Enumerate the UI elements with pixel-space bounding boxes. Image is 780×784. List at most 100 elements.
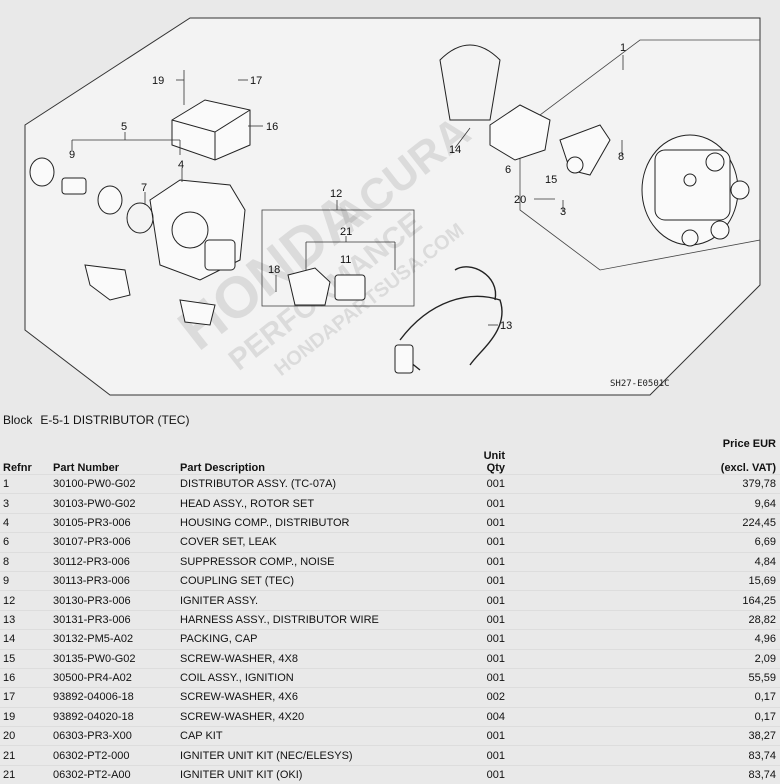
callout-13: 13 — [500, 320, 512, 332]
row-price: 4,84 — [695, 552, 780, 571]
block-value: E-5-1 DISTRIBUTOR (TEC) — [40, 413, 189, 427]
callout-7: 7 — [141, 182, 147, 194]
row-description: COVER SET, LEAK — [177, 533, 481, 552]
row-refnr: 17 — [0, 688, 50, 707]
row-refnr: 6 — [0, 533, 50, 552]
row-part-number: 30132-PM5-A02 — [50, 630, 177, 649]
diagram-drawing: HONDA ACURA PERFORMANCE HONDAPARTSUSA.CO… — [0, 0, 780, 405]
row-refnr: 20 — [0, 727, 50, 746]
row-description: HEAD ASSY., ROTOR SET — [177, 494, 481, 513]
row-description: DISTRIBUTOR ASSY. (TC-07A) — [177, 475, 481, 494]
diagram-code: SH27-E0501C — [610, 379, 670, 389]
row-refnr: 4 — [0, 513, 50, 532]
row-unit-qty: 001 — [481, 630, 695, 649]
row-price: 2,09 — [695, 649, 780, 668]
row-price: 83,74 — [695, 746, 780, 765]
row-part-number: 30500-PR4-A02 — [50, 668, 177, 687]
row-part-number: 06302-PT2-A00 — [50, 765, 177, 784]
callout-1: 1 — [620, 42, 626, 54]
row-unit-qty: 001 — [481, 591, 695, 610]
row-part-number: 30113-PR3-006 — [50, 571, 177, 590]
row-part-number: 93892-04020-18 — [50, 707, 177, 726]
row-refnr: 14 — [0, 630, 50, 649]
callout-19: 19 — [152, 75, 164, 87]
row-description: COUPLING SET (TEC) — [177, 571, 481, 590]
row-description: SCREW-WASHER, 4X8 — [177, 649, 481, 668]
row-unit-qty: 001 — [481, 552, 695, 571]
row-description: COIL ASSY., IGNITION — [177, 668, 481, 687]
row-part-number: 93892-04006-18 — [50, 688, 177, 707]
row-description: HARNESS ASSY., DISTRIBUTOR WIRE — [177, 610, 481, 629]
row-unit-qty: 001 — [481, 571, 695, 590]
row-price: 0,17 — [695, 707, 780, 726]
row-price: 379,78 — [695, 475, 780, 494]
callout-6: 6 — [505, 164, 511, 176]
row-price: 164,25 — [695, 591, 780, 610]
row-refnr: 1 — [0, 475, 50, 494]
row-part-number: 06302-PT2-000 — [50, 746, 177, 765]
row-unit-qty: 001 — [481, 610, 695, 629]
row-description: IGNITER UNIT KIT (NEC/ELESYS) — [177, 746, 481, 765]
clip-drawing — [180, 300, 215, 325]
row-part-number: 30100-PW0-G02 — [50, 475, 177, 494]
row-price: 0,17 — [695, 688, 780, 707]
row-refnr: 21 — [0, 765, 50, 784]
row-refnr: 19 — [0, 707, 50, 726]
row-refnr: 9 — [0, 571, 50, 590]
row-unit-qty: 001 — [481, 765, 695, 784]
row-unit-qty: 001 — [481, 533, 695, 552]
row-price: 83,74 — [695, 765, 780, 784]
connector-drawing — [395, 345, 413, 373]
row-refnr: 15 — [0, 649, 50, 668]
table-header-row-1: Price EUR — [0, 434, 780, 450]
callout-20: 20 — [514, 194, 526, 206]
row-part-number: 30131-PR3-006 — [50, 610, 177, 629]
row-refnr: 12 — [0, 591, 50, 610]
callout-5: 5 — [121, 121, 127, 133]
callout-16: 16 — [266, 121, 278, 133]
row-unit-qty: 001 — [481, 649, 695, 668]
block-label: Block — [3, 413, 32, 427]
header-unit-qty: Unit Qty — [481, 450, 695, 475]
row-price: 15,69 — [695, 571, 780, 590]
row-description: SUPPRESSOR COMP., NOISE — [177, 552, 481, 571]
parts-table: Price EUR Refnr Part Number Part Descrip… — [0, 434, 780, 784]
row-description: IGNITER UNIT KIT (OKI) — [177, 765, 481, 784]
row-part-number: 06303-PR3-X00 — [50, 727, 177, 746]
row-description: HOUSING COMP., DISTRIBUTOR — [177, 513, 481, 532]
row-part-number: 30135-PW0-G02 — [50, 649, 177, 668]
row-unit-qty: 001 — [481, 727, 695, 746]
row-price: 9,64 — [695, 494, 780, 513]
header-price-line-1: Price EUR — [695, 434, 780, 450]
row-unit-qty: 001 — [481, 746, 695, 765]
exploded-parts-diagram: HONDA ACURA PERFORMANCE HONDAPARTSUSA.CO… — [0, 0, 780, 405]
row-price: 38,27 — [695, 727, 780, 746]
row-unit-qty: 001 — [481, 668, 695, 687]
row-price: 6,69 — [695, 533, 780, 552]
row-price: 28,82 — [695, 610, 780, 629]
callout-9: 9 — [69, 149, 75, 161]
row-price: 55,59 — [695, 668, 780, 687]
row-unit-qty: 002 — [481, 688, 695, 707]
row-description: CAP KIT — [177, 727, 481, 746]
row-refnr: 16 — [0, 668, 50, 687]
row-part-number: 30103-PW0-G02 — [50, 494, 177, 513]
row-part-number: 30130-PR3-006 — [50, 591, 177, 610]
